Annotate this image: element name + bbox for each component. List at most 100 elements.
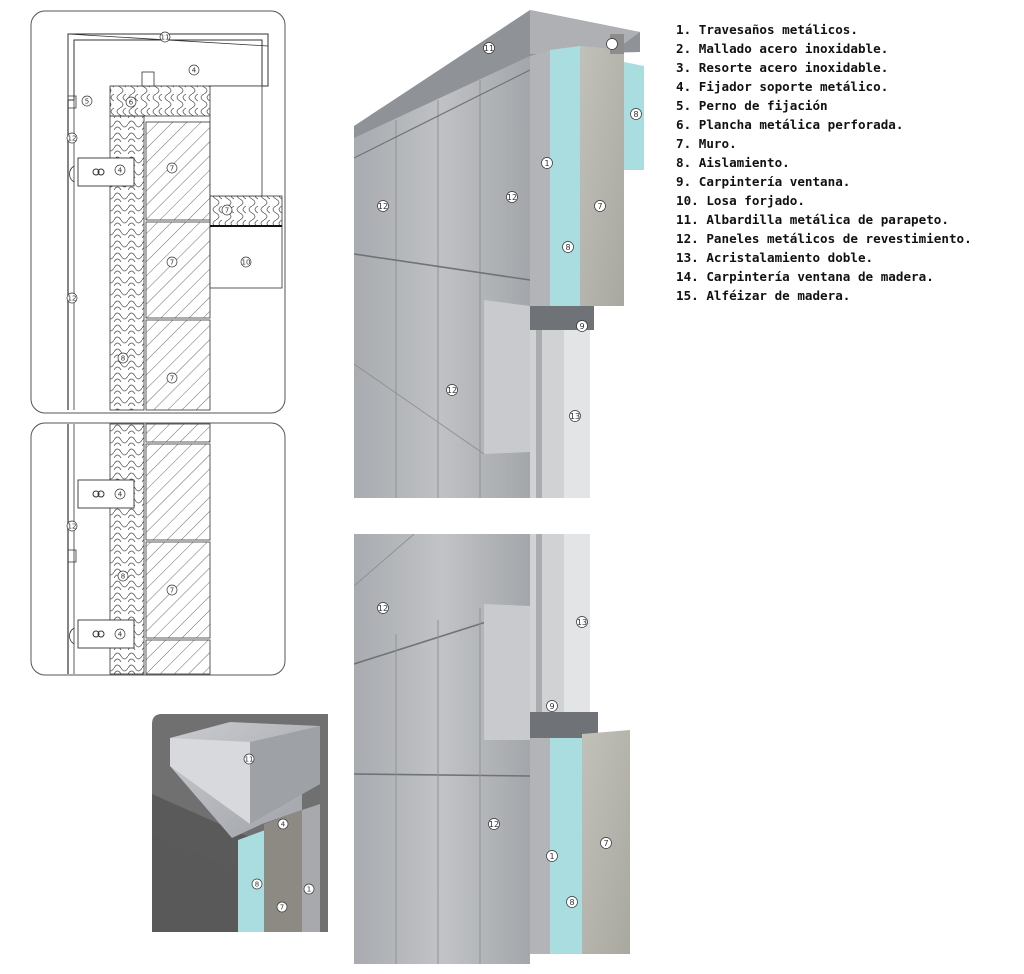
legend-item: 14. Carpintería ventana de madera. <box>676 269 934 284</box>
svg-text:12: 12 <box>507 193 517 202</box>
callout-12: 12 <box>446 384 458 396</box>
svg-text:8: 8 <box>121 355 125 363</box>
legend-item: 10. Losa forjado. <box>676 193 805 208</box>
svg-text:13: 13 <box>570 412 580 421</box>
callout-1: 1 <box>541 157 553 169</box>
svg-text:12: 12 <box>489 820 499 829</box>
callout-8: 8 <box>630 108 642 120</box>
legend-item: 8. Aislamiento. <box>676 155 790 170</box>
svg-text:11: 11 <box>245 756 254 764</box>
svg-text:12: 12 <box>68 135 77 143</box>
callout-8: 8 <box>566 896 578 908</box>
callout-7: 7 <box>594 200 606 212</box>
svg-text:8: 8 <box>565 243 570 252</box>
svg-text:12: 12 <box>378 202 388 211</box>
facade-3d-bottom: 12 13 9 12 7 1 8 <box>354 534 644 964</box>
svg-text:9: 9 <box>549 702 554 711</box>
callout-12: 12 <box>66 292 78 304</box>
legend-item: 3. Resorte acero inoxidable. <box>676 60 889 75</box>
svg-text:7: 7 <box>280 904 284 912</box>
section-drawing-bottom: 4 12 8 7 4 <box>30 422 286 676</box>
legend-item: 9. Carpintería ventana. <box>676 174 851 189</box>
callout-12: 12 <box>377 602 389 614</box>
svg-text:4: 4 <box>192 67 197 75</box>
legend-item: 5. Perno de fijación <box>676 98 828 113</box>
svg-text:12: 12 <box>378 604 388 613</box>
svg-text:4: 4 <box>281 821 286 829</box>
section-detail-top: 11 4 5 6 12 4 7 7 <box>30 10 286 414</box>
callout-12: 12 <box>488 818 500 830</box>
facade-3d-top: 11 8 1 12 12 7 8 9 <box>354 10 644 498</box>
svg-text:4: 4 <box>118 491 123 499</box>
callout-9: 9 <box>576 320 588 332</box>
svg-text:7: 7 <box>170 165 174 173</box>
svg-text:12: 12 <box>68 295 77 303</box>
facade-3d-top-drawing: 11 8 1 12 12 7 8 9 <box>354 10 644 498</box>
callout-12: 12 <box>66 520 78 532</box>
svg-text:7: 7 <box>597 202 602 211</box>
svg-text:8: 8 <box>633 110 638 119</box>
facade-3d-bottom-drawing: 12 13 9 12 7 1 8 <box>354 534 630 964</box>
svg-text:4: 4 <box>118 631 123 639</box>
svg-text:11: 11 <box>161 34 170 42</box>
svg-text:13: 13 <box>577 618 587 627</box>
callout-9: 9 <box>546 700 558 712</box>
parapet-3d-drawing: 11 4 8 1 7 <box>152 714 328 932</box>
legend-item: 1. Travesaños metálicos. <box>676 22 858 37</box>
svg-text:4: 4 <box>118 167 123 175</box>
callout-7: 7 <box>221 204 233 216</box>
svg-text:1: 1 <box>549 852 554 861</box>
section-drawing-top: 11 4 5 6 12 4 7 7 <box>30 10 286 414</box>
callout-4: 4 <box>188 64 200 76</box>
callout-11: 11 <box>483 42 495 54</box>
parapet-3d-detail: 11 4 8 1 7 <box>152 714 328 932</box>
callout-10: 10 <box>240 256 252 268</box>
callout-11: 11 <box>243 753 255 765</box>
svg-text:7: 7 <box>225 207 229 215</box>
callout-4: 4 <box>114 628 126 640</box>
svg-text:6: 6 <box>129 99 134 107</box>
callout-7: 7 <box>166 256 178 268</box>
callout-14 <box>606 38 618 50</box>
svg-text:12: 12 <box>447 386 457 395</box>
svg-text:8: 8 <box>255 881 259 889</box>
callout-13: 13 <box>569 410 581 422</box>
callout-12: 12 <box>377 200 389 212</box>
callout-11: 11 <box>159 31 171 43</box>
svg-text:10: 10 <box>242 259 251 267</box>
svg-text:9: 9 <box>579 322 584 331</box>
section-detail-bottom: 4 12 8 7 4 <box>30 422 286 676</box>
callout-1: 1 <box>546 850 558 862</box>
svg-text:11: 11 <box>484 44 494 53</box>
callout-8: 8 <box>117 570 129 582</box>
svg-text:7: 7 <box>170 587 174 595</box>
callout-7: 7 <box>166 584 178 596</box>
svg-text:1: 1 <box>544 159 549 168</box>
callout-6: 6 <box>125 96 137 108</box>
svg-text:12: 12 <box>68 523 77 531</box>
legend: 1. Travesaños metálicos. 2. Mallado acer… <box>676 20 1022 305</box>
svg-text:7: 7 <box>170 375 174 383</box>
callout-7: 7 <box>166 372 178 384</box>
callout-8: 8 <box>251 878 263 890</box>
callout-12: 12 <box>66 132 78 144</box>
legend-item: 15. Alféizar de madera. <box>676 288 851 303</box>
legend-item: 13. Acristalamiento doble. <box>676 250 874 265</box>
callout-4: 4 <box>277 818 289 830</box>
svg-text:8: 8 <box>569 898 574 907</box>
callout-7: 7 <box>600 837 612 849</box>
callout-7: 7 <box>276 901 288 913</box>
legend-item: 4. Fijador soporte metálico. <box>676 79 889 94</box>
callout-1: 1 <box>303 883 315 895</box>
callout-4: 4 <box>114 488 126 500</box>
callout-4: 4 <box>114 164 126 176</box>
legend-item: 11. Albardilla metálica de parapeto. <box>676 212 949 227</box>
callout-8: 8 <box>117 352 129 364</box>
legend-item: 6. Plancha metálica perforada. <box>676 117 904 132</box>
callout-13: 13 <box>576 616 588 628</box>
svg-text:8: 8 <box>121 573 125 581</box>
svg-text:5: 5 <box>85 98 89 106</box>
callout-8: 8 <box>562 241 574 253</box>
legend-item: 7. Muro. <box>676 136 737 151</box>
svg-text:1: 1 <box>307 886 311 894</box>
